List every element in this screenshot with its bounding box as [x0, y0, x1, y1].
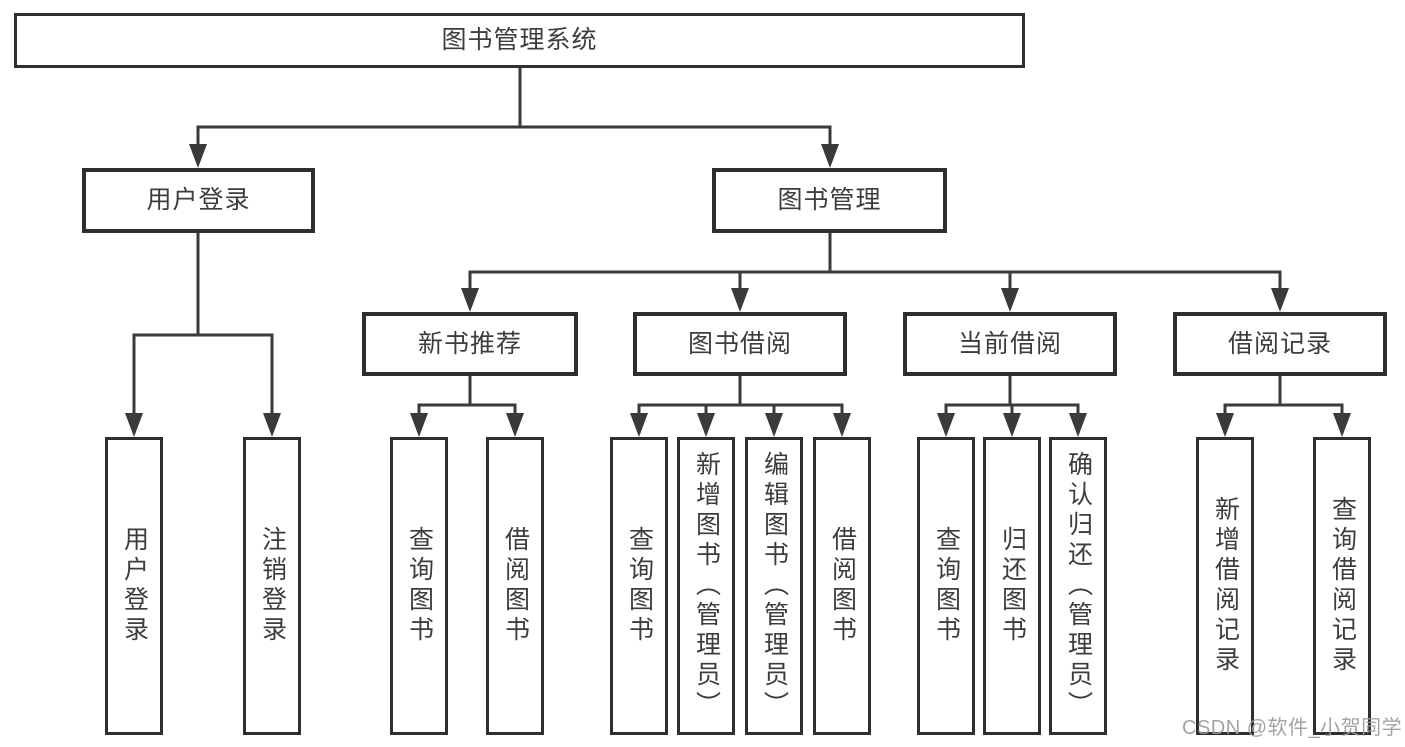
leaf-query-books-current-label: 查询图书	[932, 526, 961, 646]
node-current-borrowing: 当前借阅	[903, 312, 1117, 376]
leaf-confirm-return-admin: 确认归还（管理员）	[1049, 437, 1107, 735]
leaf-query-books-current: 查询图书	[917, 437, 975, 735]
leaf-add-borrow-record-label: 新增借阅记录	[1211, 496, 1240, 676]
leaf-query-books-recommend: 查询图书	[390, 437, 448, 735]
leaf-logout-label: 注销登录	[258, 526, 287, 646]
leaf-add-book-admin: 新增图书（管理员）	[677, 437, 735, 735]
leaf-borrow-books-borrowing-label: 借阅图书	[828, 526, 857, 646]
leaf-edit-book-admin-label: 编辑图书（管理员）	[760, 451, 789, 721]
leaf-query-books-recommend-label: 查询图书	[405, 526, 434, 646]
csdn-watermark: CSDN @软件_小贺同学	[1182, 717, 1403, 739]
node-user-login: 用户登录	[82, 168, 315, 233]
node-root: 图书管理系统	[14, 13, 1025, 68]
leaf-query-borrow-record: 查询借阅记录	[1313, 437, 1371, 735]
node-book-borrowing: 图书借阅	[633, 312, 847, 376]
leaf-add-borrow-record: 新增借阅记录	[1196, 437, 1254, 735]
leaf-return-book-label: 归还图书	[998, 526, 1027, 646]
leaf-user-login-label: 用户登录	[120, 526, 149, 646]
leaf-add-book-admin-label: 新增图书（管理员）	[692, 451, 721, 721]
leaf-borrow-books-recommend: 借阅图书	[486, 437, 544, 735]
leaf-query-borrow-record-label: 查询借阅记录	[1328, 496, 1357, 676]
node-book-management: 图书管理	[712, 168, 947, 233]
leaf-return-book: 归还图书	[983, 437, 1041, 735]
node-current-borrowing-label: 当前借阅	[957, 329, 1062, 358]
leaf-borrow-books-borrowing: 借阅图书	[813, 437, 871, 735]
leaf-borrow-books-recommend-label: 借阅图书	[501, 526, 530, 646]
node-borrowing-records-label: 借阅记录	[1227, 329, 1332, 358]
leaf-user-login: 用户登录	[105, 437, 163, 735]
node-new-book-recommend-label: 新书推荐	[417, 329, 522, 358]
node-new-book-recommend: 新书推荐	[362, 312, 578, 376]
leaf-confirm-return-admin-label: 确认归还（管理员）	[1064, 451, 1093, 721]
node-book-borrowing-label: 图书借阅	[687, 329, 792, 358]
leaf-query-books-borrowing: 查询图书	[610, 437, 668, 735]
node-root-label: 图书管理系统	[441, 26, 598, 54]
leaf-query-books-borrowing-label: 查询图书	[625, 526, 654, 646]
leaf-edit-book-admin: 编辑图书（管理员）	[745, 437, 803, 735]
leaf-logout: 注销登录	[243, 437, 301, 735]
node-borrowing-records: 借阅记录	[1173, 312, 1387, 376]
node-user-login-label: 用户登录	[146, 186, 251, 214]
node-book-management-label: 图书管理	[777, 186, 882, 214]
